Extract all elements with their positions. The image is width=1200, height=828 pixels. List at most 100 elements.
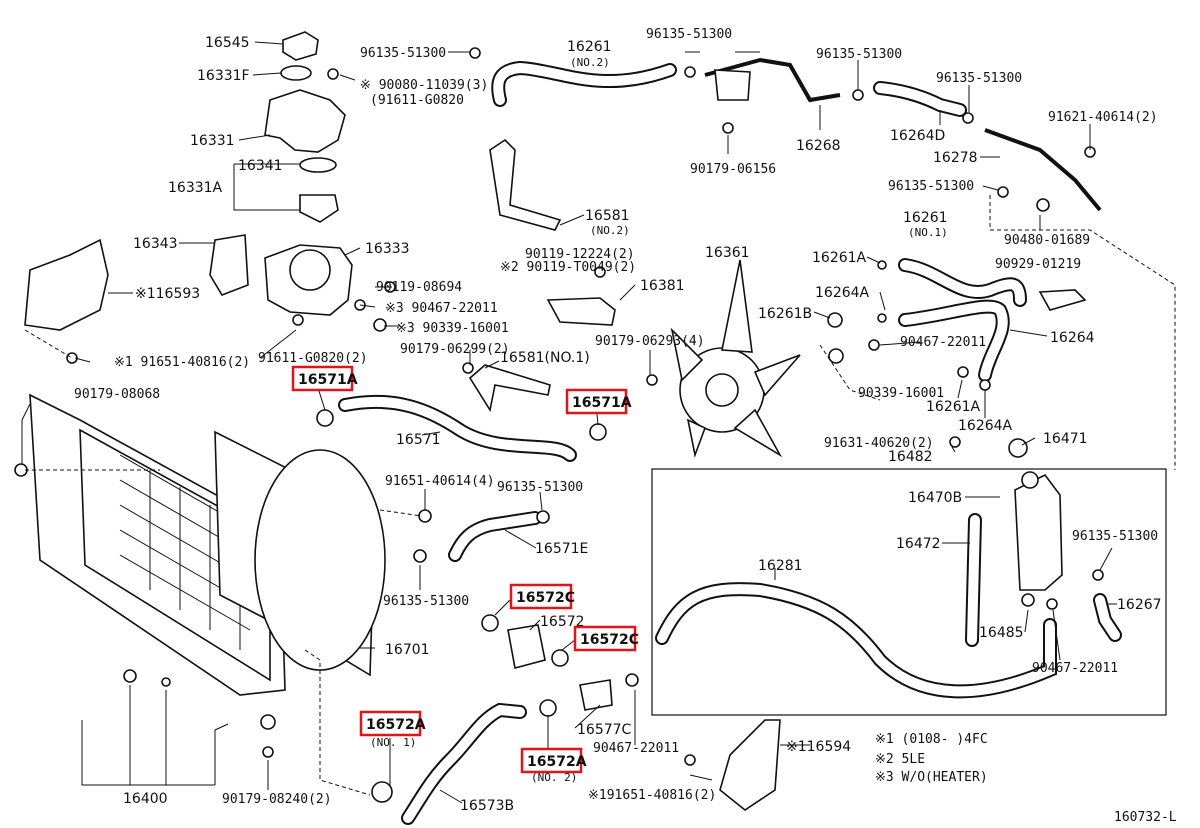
label-90467-1: ※3 90467-22011	[385, 301, 498, 316]
label-16264A-top: 16264A	[815, 285, 870, 301]
label-91631: 91631-40620(2)	[824, 436, 934, 451]
label-91621: 91621-40614(2)	[1048, 110, 1158, 125]
label-91651-2: ※191651-40816(2)	[588, 788, 716, 803]
label-16472: 16472	[896, 536, 941, 552]
label-91611a: (91611-G0820	[370, 93, 464, 108]
label-91651-40614: 91651-40614(4)	[385, 474, 495, 489]
label-16261-top: 16261	[567, 39, 612, 55]
label-16343: 16343	[133, 236, 178, 252]
label-16581-no2-no: (NO.2)	[590, 224, 630, 237]
label-16577C: 16577C	[577, 722, 632, 738]
thermostat-16331A	[299, 194, 339, 223]
label-16361: 16361	[705, 245, 750, 261]
bracket-16381	[546, 297, 616, 326]
inlet-port	[289, 249, 331, 291]
label-16571E: 16571E	[535, 541, 588, 557]
hose-16572	[507, 624, 546, 669]
label-16471: 16471	[1043, 431, 1088, 447]
water-outlet-16331	[264, 89, 346, 153]
label-16267: 16267	[1117, 597, 1162, 613]
label-16701: 16701	[385, 642, 430, 658]
label-90179-08068: 90179-08068	[74, 387, 160, 402]
cap-16471	[1008, 438, 1028, 458]
label-16572C-1[interactable]: 16572C	[516, 590, 575, 606]
label-116593: ※116593	[135, 286, 200, 302]
label-90119-t0049: ※2 90119-T0049(2)	[500, 260, 636, 275]
label-16572A-2[interactable]: 16572A	[527, 754, 587, 770]
label-16572: 16572	[540, 614, 585, 630]
pipe-16581-no2	[489, 138, 562, 231]
diagram-id: 160732-L	[1114, 810, 1177, 825]
label-16381: 16381	[640, 278, 685, 294]
label-16341: 16341	[238, 158, 283, 174]
highlight-box-16571A-1	[291, 365, 354, 392]
highlight-box-16572C-2	[573, 625, 637, 652]
bracket-90929	[1038, 289, 1087, 311]
label-116594: ※116594	[786, 739, 851, 755]
fan-16361	[670, 259, 801, 458]
label-90119-08694: 90119-08694	[376, 280, 462, 295]
label-16331: 16331	[190, 133, 235, 149]
label-91611b: 91611-G0820(2)	[258, 351, 368, 366]
label-90467-2: 90467-22011	[900, 335, 986, 350]
label-16572A-1[interactable]: 16572A	[366, 717, 426, 733]
label-90179-06293: 90179-06293(4)	[595, 334, 705, 349]
label-91651-1: ※1 91651-40816(2)	[114, 355, 250, 370]
label-96135-7: 96135-51300	[383, 594, 469, 609]
leader-lines	[21, 41, 1117, 804]
label-90179-06156: 90179-06156	[690, 162, 776, 177]
label-16264D: 16264D	[890, 128, 945, 144]
gasket-16341	[299, 157, 337, 173]
label-90929: 90929-01219	[995, 257, 1081, 272]
highlight-box-16572A-2	[520, 747, 583, 774]
label-16261: 16261	[903, 210, 948, 226]
label-16482: 16482	[888, 449, 933, 465]
label-16278: 16278	[933, 150, 978, 166]
label-16264A-bot: 16264A	[958, 418, 1013, 434]
label-16400: 16400	[123, 791, 168, 807]
bracket-16268	[714, 69, 751, 101]
label-96135-5: 96135-51300	[888, 179, 974, 194]
gasket-16331F	[280, 65, 312, 81]
label-90119-12224: 90119-12224(2)	[525, 247, 635, 262]
label-90339-1: ※3 90339-16001	[396, 321, 509, 336]
label-90467-4: 90467-22011	[1032, 661, 1118, 676]
pipe-16278	[984, 128, 1102, 212]
label-90467-3: 90467-22011	[593, 741, 679, 756]
label-16281: 16281	[758, 558, 803, 574]
label-16261-top-no: (NO.2)	[570, 56, 610, 69]
label-16331A: 16331A	[168, 180, 223, 196]
label-96135-6: 96135-51300	[497, 480, 583, 495]
label-16581-no2: 16581	[585, 208, 630, 224]
label-16261A-top: 16261A	[812, 250, 867, 266]
label-16470B: 16470B	[908, 490, 962, 506]
gasket-16343	[209, 234, 249, 296]
radiator-core	[79, 428, 271, 682]
reserve-tank-16470B	[1014, 473, 1063, 591]
label-16571A-1[interactable]: 16571A	[298, 372, 358, 388]
label-90179-06299: 90179-06299(2)	[400, 342, 510, 357]
label-90339-2: 90339-16001	[858, 386, 944, 401]
label-16571A-2[interactable]: 16571A	[572, 395, 632, 411]
label-16571: 16571	[396, 432, 441, 448]
highlight-box-16571A-2	[565, 388, 628, 415]
label-96135-4: 96135-51300	[936, 71, 1022, 86]
legend-1: ※1 (0108- )4FC	[875, 732, 988, 747]
label-16573B: 16573B	[460, 798, 514, 814]
label-16572C-2[interactable]: 16572C	[580, 632, 639, 648]
reserve-tank-group-box	[651, 468, 1167, 716]
label-16333: 16333	[365, 241, 410, 257]
pipe-16268	[704, 57, 841, 103]
bracket-116594	[719, 719, 781, 811]
highlight-box-16572C-1	[509, 583, 573, 610]
legend: ※1 (0108- )4FC ※2 5LE ※3 W/O(HEATER)	[875, 732, 988, 785]
label-16572A-1-no: (NO. 1)	[370, 736, 416, 749]
label-90480: 90480-01689	[1004, 233, 1090, 248]
reserve-cap	[1021, 471, 1039, 489]
bracket-116593	[24, 238, 109, 331]
clamps	[14, 47, 1104, 803]
label-16331F: 16331F	[197, 68, 250, 84]
label-90179-08240: 90179-08240(2)	[222, 792, 332, 807]
